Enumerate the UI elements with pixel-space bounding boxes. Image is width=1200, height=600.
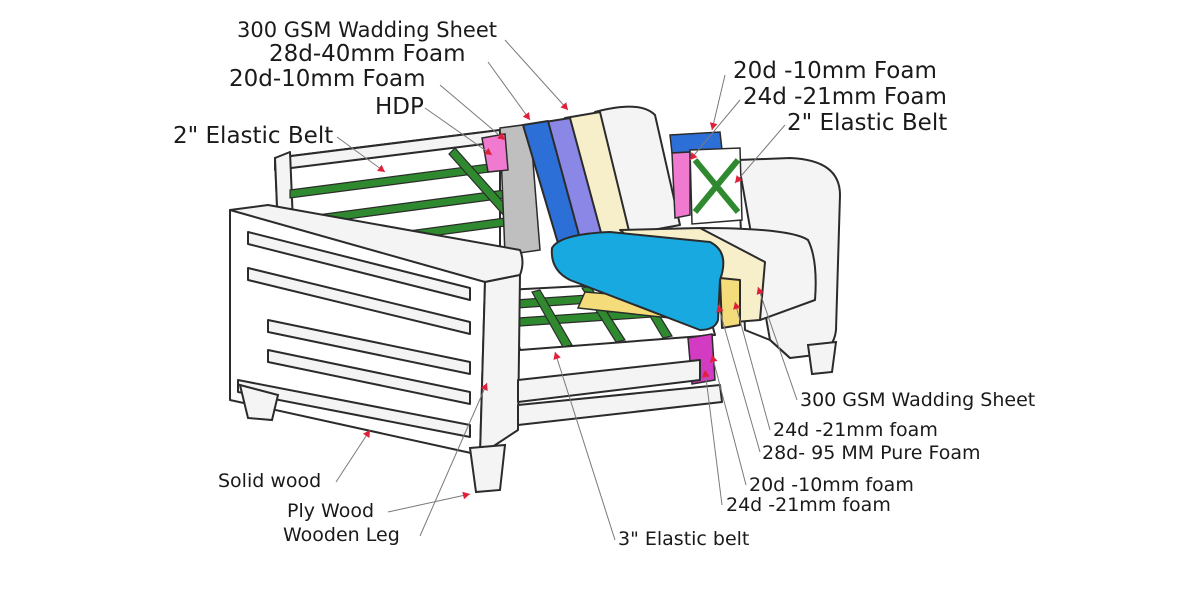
- leader-line-foam-28d: [487, 61, 531, 121]
- label-hdp: HDP: [375, 94, 424, 120]
- leader-line-hdp: [424, 107, 493, 156]
- arrow-tip-foam-24d-b: [702, 370, 710, 378]
- arrow-tip-belt-left: [377, 164, 385, 172]
- right-leg: [806, 340, 838, 376]
- leader-line-pure-foam: [717, 304, 761, 453]
- leader-line-foam-20d-right: [711, 74, 726, 131]
- leader-lines: [335, 39, 798, 541]
- label-ply-wood: Ply Wood: [287, 500, 375, 522]
- leader-line-foam-24d-right: [689, 99, 741, 161]
- arrow-tip-belt-3in: [553, 352, 561, 360]
- leader-line-foam-24d-b: [704, 369, 723, 506]
- arrow-tip-foam-24d-right: [690, 152, 698, 160]
- leader-line-belt-left: [336, 136, 386, 173]
- arrow-tip-belt-right: [735, 175, 743, 183]
- label-wadding-bottom: 300 GSM Wadding Sheet: [800, 389, 1036, 411]
- label-foam-20d-10mm-left: 20d-10mm Foam: [229, 66, 426, 92]
- arrow-tip-hdp: [484, 147, 492, 155]
- red-arrow-markers: [362, 102, 764, 500]
- arrow-tip-foam-20d-bottom: [710, 355, 718, 363]
- hdp-panel: [481, 123, 541, 256]
- leader-line-foam-24d-a: [734, 301, 771, 431]
- left-armrest-frame: [229, 204, 723, 456]
- right-corner-layers: [669, 131, 743, 225]
- label-foam-24d-21mm-a: 24d -21mm foam: [773, 419, 938, 441]
- label-elastic-belt-3in: 3" Elastic belt: [618, 528, 750, 550]
- arrow-tip-foam-20d-right: [709, 122, 718, 130]
- leader-line-wadding-top: [504, 39, 569, 111]
- label-wadding-top: 300 GSM Wadding Sheet: [237, 18, 497, 42]
- seat-cushion: [550, 227, 817, 331]
- leader-line-ply-wood: [387, 493, 471, 513]
- leader-line-wooden-leg: [419, 382, 488, 537]
- leader-line-foam-20d-bottom: [711, 354, 747, 486]
- arrow-tip-wadding-top: [560, 102, 568, 110]
- leader-line-belt-3in: [554, 351, 616, 541]
- leader-line-wadding-bottom: [757, 286, 798, 401]
- arrow-tip-foam-24d-a: [733, 302, 741, 310]
- arrow-tip-wadding-bottom: [756, 287, 764, 295]
- leader-line-foam-20d-left: [439, 84, 506, 141]
- arrow-tip-ply-wood: [462, 491, 470, 500]
- label-foam-20d-10mm-right: 20d -10mm Foam: [733, 58, 937, 84]
- leader-line-solid-wood: [335, 429, 371, 483]
- arrow-tip-pure-foam: [716, 305, 724, 313]
- label-elastic-belt-right: 2" Elastic Belt: [787, 110, 948, 136]
- arrow-tip-foam-28d: [522, 112, 530, 120]
- label-foam-24d-21mm-right: 24d -21mm Foam: [743, 84, 947, 110]
- label-foam-28d-40mm: 28d-40mm Foam: [269, 41, 466, 67]
- label-solid-wood: Solid wood: [218, 470, 322, 492]
- back-cushion: [522, 105, 681, 251]
- arrow-tip-wooden-leg: [480, 383, 488, 391]
- label-wooden-leg: Wooden Leg: [283, 524, 400, 546]
- arrow-tip-foam-20d-left: [497, 132, 505, 140]
- label-foam-20d-10mm-bottom: 20d -10mm foam: [749, 474, 914, 496]
- label-pure-foam-95mm: 28d- 95 MM Pure Foam: [762, 442, 981, 464]
- arrow-tip-solid-wood: [362, 430, 370, 438]
- wooden-legs: [238, 383, 507, 494]
- label-elastic-belt-left: 2" Elastic Belt: [173, 123, 334, 149]
- label-foam-24d-21mm-b: 24d -21mm foam: [726, 494, 891, 516]
- leader-line-belt-right: [734, 124, 786, 184]
